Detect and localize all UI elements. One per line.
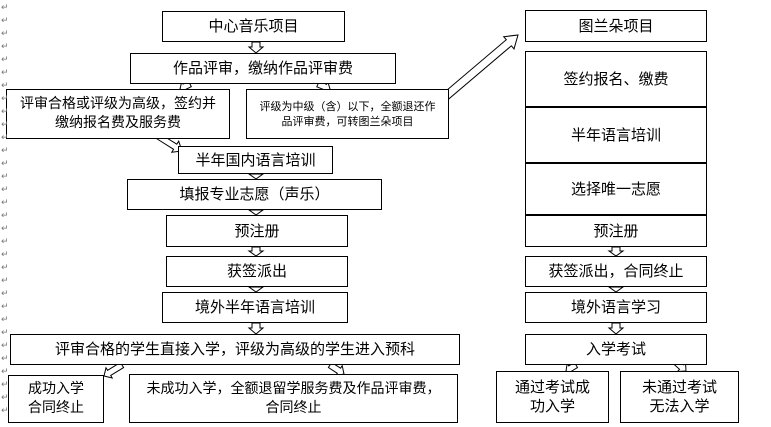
paragraph-mark-icon: ↵ <box>1 172 9 182</box>
half-year-training-box: 半年语言培训 <box>525 107 707 163</box>
overseas-training-box: 境外半年语言培训 <box>162 292 348 323</box>
success-label: 成功入学合同终止 <box>28 381 84 416</box>
paragraph-mark-icon: ↵ <box>1 185 9 195</box>
choose-major-box: 选择唯一志愿 <box>525 163 707 215</box>
paragraph-mark-icon: ↵ <box>1 107 9 117</box>
admission-rule-label: 评审合格的学生直接入学，评级为高级的学生进入预科 <box>54 340 415 358</box>
center-music-project-label: 中心音乐项目 <box>208 17 299 35</box>
arrow-major-to-prereg <box>247 209 265 216</box>
paragraph-mark-icon: ↵ <box>1 133 9 143</box>
overseas-study-label: 境外语言学习 <box>570 298 661 316</box>
paragraph-mark-icon: ↵ <box>1 302 9 312</box>
paragraph-mark-icon: ↵ <box>1 276 9 286</box>
paragraph-mark-icon: ↵ <box>1 198 9 208</box>
arrow-overseas-to-admission <box>247 322 265 335</box>
fail-exam-label: 未通过考试无法入学 <box>641 378 717 415</box>
arrow-admission-to-success <box>103 361 125 379</box>
entrance-exam-label: 入学考试 <box>585 340 646 358</box>
arrow-visa-r-to-overseas-r <box>607 286 625 293</box>
paragraph-mark-icon: ↵ <box>1 68 9 78</box>
major-application-label: 填报专业志愿（声乐） <box>179 185 330 203</box>
paragraph-mark-icon: ↵ <box>1 393 9 403</box>
paragraph-mark-icon: ↵ <box>1 315 9 325</box>
major-application-box: 填报专业志愿（声乐） <box>127 179 382 210</box>
fail-exam-box: 未通过考试无法入学 <box>620 371 739 423</box>
paragraph-mark-icon: ↵ <box>1 250 9 260</box>
visa-contract-end-box: 获签派出，合同终止 <box>525 256 707 287</box>
failure-label: 未成功入学，全额退留学服务费及作品评审费，合同终止 <box>146 380 441 416</box>
paragraph-mark-icon: ↵ <box>1 120 9 130</box>
paragraph-mark-icon: ↵ <box>1 159 9 169</box>
pass-branch-label: 评审合格或评级为高级，签约并缴纳报名费及服务费 <box>20 96 216 131</box>
admission-rule-box: 评审合格的学生直接入学，评级为高级的学生进入预科 <box>10 334 460 365</box>
pass-exam-box: 通过考试成功入学 <box>496 371 609 423</box>
paragraph-mark-icon: ↵ <box>1 289 9 299</box>
right-pre-registration-label: 预注册 <box>593 221 639 240</box>
sign-and-pay-box: 签约报名、缴费 <box>525 51 707 107</box>
visa-label: 获签派出 <box>226 262 287 280</box>
overseas-study-box: 境外语言学习 <box>525 292 707 323</box>
portfolio-review-box: 作品评审，缴纳作品评审费 <box>130 53 396 84</box>
pre-registration-box: 预注册 <box>166 215 348 247</box>
mid-branch-label: 评级为中级（含）以下，全额退还作品评审费，可转图兰朵项目 <box>259 100 436 128</box>
paragraph-mark-icon: ↵ <box>1 224 9 234</box>
paragraph-mark-icon: ↵ <box>1 81 9 91</box>
arrow-overseas-r-to-exam <box>607 322 625 335</box>
right-pre-registration-box: 预注册 <box>525 215 707 247</box>
arrow-training-to-major <box>247 173 265 180</box>
turandot-project-box: 图兰朵项目 <box>525 10 707 42</box>
paragraph-mark-icon: ↵ <box>1 328 9 338</box>
sign-and-pay-label: 签约报名、缴费 <box>563 69 669 88</box>
paragraph-mark-icon: ↵ <box>1 380 9 390</box>
mid-branch-box: 评级为中级（含）以下，全额退还作品评审费，可转图兰朵项目 <box>246 89 449 139</box>
turandot-project-label: 图兰朵项目 <box>578 16 654 35</box>
arrow-prereg-r-to-visa-r <box>607 246 625 257</box>
domestic-training-box: 半年国内语言培训 <box>178 146 333 174</box>
entrance-exam-box: 入学考试 <box>525 334 707 365</box>
arrow-project-to-review <box>247 41 265 54</box>
success-box: 成功入学合同终止 <box>8 375 104 423</box>
paragraph-mark-icon: ↵ <box>1 263 9 273</box>
visa-contract-end-label: 获签派出，合同终止 <box>548 262 684 280</box>
paragraph-mark-icon: ↵ <box>1 341 9 351</box>
pre-registration-label: 预注册 <box>234 221 280 240</box>
pass-exam-label: 通过考试成功入学 <box>514 378 590 415</box>
paragraph-mark-icon: ↵ <box>1 42 9 52</box>
domestic-training-label: 半年国内语言培训 <box>195 150 316 169</box>
paragraph-mark-icon: ↵ <box>1 29 9 39</box>
choose-major-label: 选择唯一志愿 <box>570 179 661 198</box>
paragraph-mark-icon: ↵ <box>1 237 9 247</box>
portfolio-review-label: 作品评审，缴纳作品评审费 <box>172 59 353 77</box>
paragraph-mark-icon: ↵ <box>1 94 9 104</box>
arrow-visa-to-overseas <box>247 286 265 293</box>
failure-box: 未成功入学，全额退留学服务费及作品评审费，合同终止 <box>129 374 458 423</box>
paragraph-mark-icon: ↵ <box>1 3 9 13</box>
half-year-training-label: 半年语言培训 <box>570 125 661 144</box>
paragraph-mark-icon: ↵ <box>1 406 9 416</box>
center-music-project-box: 中心音乐项目 <box>162 11 345 42</box>
pass-branch-box: 评审合格或评级为高级，签约并缴纳报名费及服务费 <box>6 89 230 139</box>
arrow-prereg-to-visa <box>247 246 265 257</box>
paragraph-mark-icon: ↵ <box>1 55 9 65</box>
overseas-training-label: 境外半年语言培训 <box>194 298 315 316</box>
paragraph-mark-icon: ↵ <box>1 16 9 26</box>
paragraph-mark-icon: ↵ <box>1 146 9 156</box>
paragraph-mark-icon: ↵ <box>1 354 9 364</box>
margin-marks: ↵ ↵ ↵ ↵ ↵ ↵ ↵ ↵ ↵ ↵ ↵ ↵ ↵ ↵ ↵ ↵ ↵ ↵ ↵ ↵ ↵ ↵ ↵ ↵ ↵ ↵ ↵ ↵ ↵ ↵ ↵ ↵ <box>0 0 10 427</box>
paragraph-mark-icon: ↵ <box>1 211 9 221</box>
paragraph-mark-icon: ↵ <box>1 367 9 377</box>
visa-box: 获签派出 <box>166 256 348 287</box>
